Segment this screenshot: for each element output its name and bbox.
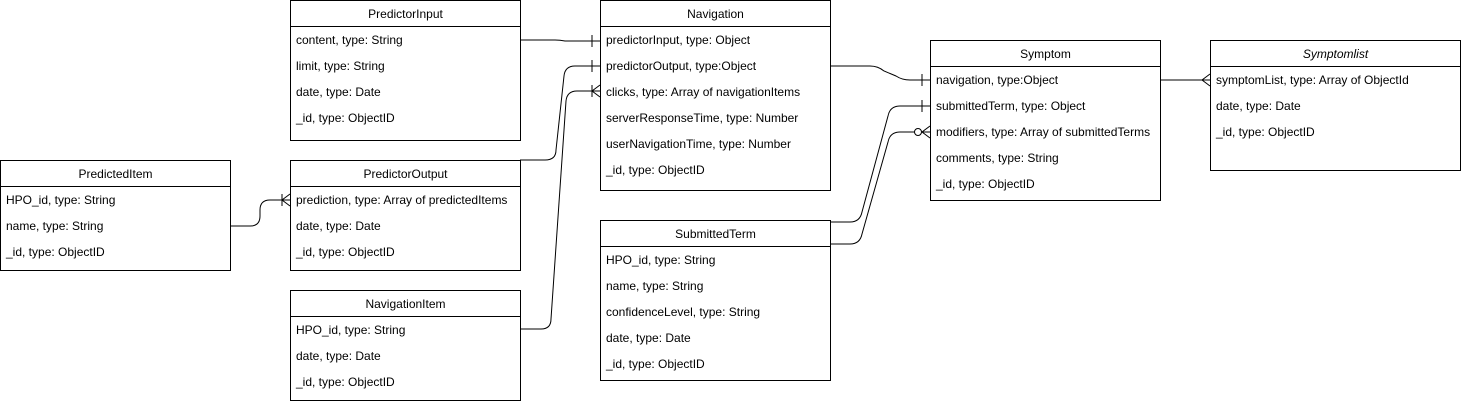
field-row: predictorInput, type: Object <box>606 33 751 47</box>
field-row: userNavigationTime, type: Number <box>606 137 791 151</box>
field-row: prediction, type: Array of predictedItem… <box>296 193 508 207</box>
field-row: _id, type: ObjectID <box>1216 125 1315 139</box>
field-row: serverResponseTime, type: Number <box>606 111 799 125</box>
field-row: modifiers, type: Array of submittedTerms <box>936 125 1151 139</box>
field-row: date, type: Date <box>296 349 381 363</box>
field-row: _id, type: ObjectID <box>606 357 705 371</box>
field-row: symptomList, type: Array of ObjectId <box>1216 73 1409 87</box>
edge-predictoroutput-navigation <box>520 65 600 161</box>
entity-title: PredictorInput <box>291 1 520 27</box>
edge-navigation-symptom <box>830 65 930 81</box>
entity-title: Symptom <box>931 41 1160 67</box>
entity-title: PredictedItem <box>1 161 230 187</box>
field-row: navigation, type:Object <box>936 73 1059 87</box>
field-row: comments, type: String <box>936 151 1059 165</box>
entity-navigationitem[interactable]: NavigationItem HPO_id, type: String date… <box>290 290 521 401</box>
entity-navigation[interactable]: Navigation predictorInput, type: Object … <box>600 0 831 191</box>
field-row: _id, type: ObjectID <box>296 245 395 259</box>
entity-title: NavigationItem <box>291 291 520 317</box>
field-row: date, type: Date <box>1216 99 1301 113</box>
field-row: HPO_id, type: String <box>606 253 716 267</box>
field-row: HPO_id, type: String <box>6 193 116 207</box>
field-row: name, type: String <box>6 219 104 233</box>
field-row: confidenceLevel, type: String <box>606 305 761 319</box>
mark-many-navigation-clicks <box>591 84 601 98</box>
field-row: _id, type: ObjectID <box>606 163 705 177</box>
mark-zero-symptom-modifiers <box>914 128 922 136</box>
mark-many-symptom-modifiers <box>921 125 931 139</box>
field-row: date, type: Date <box>296 219 381 233</box>
field-row: _id, type: ObjectID <box>6 245 105 259</box>
field-row: submittedTerm, type: Object <box>936 99 1086 113</box>
entity-predictoroutput[interactable]: PredictorOutput prediction, type: Array … <box>290 160 521 271</box>
entity-submittedterm[interactable]: SubmittedTerm HPO_id, type: String name,… <box>600 220 831 381</box>
field-row: _id, type: ObjectID <box>296 111 395 125</box>
entity-title: PredictorOutput <box>291 161 520 187</box>
field-row: date, type: Date <box>606 331 691 345</box>
edge-submittedterm-symptom <box>830 105 930 223</box>
edge-submittedterm-modifiers <box>830 131 930 245</box>
field-row: clicks, type: Array of navigationItems <box>606 85 801 99</box>
field-row: name, type: String <box>606 279 704 293</box>
edge-predictorinput-navigation <box>520 39 600 42</box>
edge-navigationitem-navigation <box>520 90 600 330</box>
field-row: limit, type: String <box>296 59 385 73</box>
entity-predictorinput[interactable]: PredictorInput content, type: String lim… <box>290 0 521 141</box>
field-row: _id, type: ObjectID <box>296 375 395 389</box>
mark-many-symptomlist-symptomlist <box>1201 73 1211 87</box>
entity-title: SubmittedTerm <box>601 221 830 247</box>
entity-title: Navigation <box>601 1 830 27</box>
mark-many-predictoroutput-prediction <box>281 193 291 207</box>
entity-title: Symptomlist <box>1211 41 1460 67</box>
field-row: HPO_id, type: String <box>296 323 406 337</box>
field-row: _id, type: ObjectID <box>936 177 1035 191</box>
field-row: predictorOutput, type:Object <box>606 59 757 73</box>
edge-predicteditem-predictoroutput <box>230 199 290 227</box>
entity-symptomlist[interactable]: Symptomlist symptomList, type: Array of … <box>1210 40 1461 171</box>
field-row: content, type: String <box>296 33 403 47</box>
entity-symptom[interactable]: Symptom navigation, type:Object submitte… <box>930 40 1161 201</box>
field-row: date, type: Date <box>296 85 381 99</box>
entity-predicteditem[interactable]: PredictedItem HPO_id, type: String name,… <box>0 160 231 271</box>
